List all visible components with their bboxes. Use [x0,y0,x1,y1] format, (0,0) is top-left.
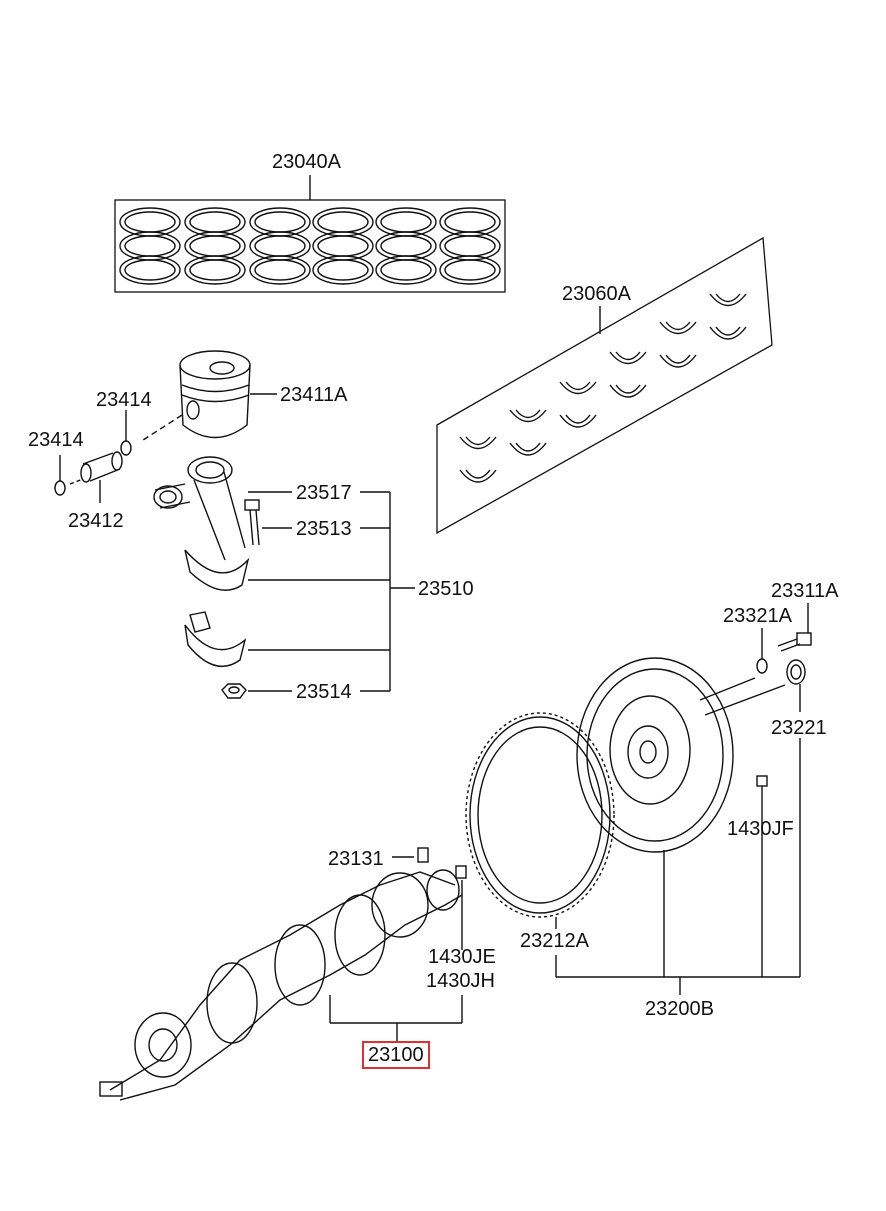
conrod-drawing [153,456,390,591]
piston-ring-set-box [114,175,506,293]
label-bolt-23311a[interactable]: 23311A [771,580,839,602]
label-key-23131[interactable]: 23131 [328,848,384,870]
label-bearing-23221[interactable]: 23221 [771,717,827,739]
nut-drawing [221,683,292,699]
snap-rings-and-pin [54,410,132,503]
label-bearing-set[interactable]: 23060A [562,283,631,305]
flywheel-bolt-parts [756,603,812,787]
label-snap-ring-left[interactable]: 23414 [28,429,84,451]
label-ring-gear[interactable]: 23212A [520,930,589,952]
crankshaft-drawing [99,847,467,1101]
piston-rings [119,207,501,285]
label-piston-pin[interactable]: 23412 [68,510,124,532]
bearing-shells [459,293,747,483]
label-crankshaft-highlighted[interactable]: 23100 [362,1041,430,1069]
label-bushing[interactable]: 23517 [296,482,352,504]
label-piston[interactable]: 23411A [280,384,348,406]
crankshaft-bracket [329,995,463,1041]
label-dowel-1430jf[interactable]: 1430JF [727,818,794,840]
label-piston-ring-set[interactable]: 23040A [272,151,341,173]
label-rod-bolt[interactable]: 23513 [296,518,352,540]
label-washer-23321a[interactable]: 23321A [723,605,792,627]
rod-cap-drawing [184,611,390,668]
flywheel-bracket [555,738,801,995]
label-flywheel-assembly[interactable]: 23200B [645,998,714,1020]
label-rod-nut[interactable]: 23514 [296,681,352,703]
piston-drawing [139,350,277,443]
label-snap-ring-upper[interactable]: 23414 [96,389,152,411]
label-conrod-assembly[interactable]: 23510 [418,578,474,600]
label-pin-1430jh[interactable]: 1430JH [426,970,495,992]
label-pin-1430je[interactable]: 1430JE [428,946,496,968]
bearing-set-box [436,236,773,535]
flywheel-drawing [576,657,786,853]
ring-gear-drawing [465,712,615,929]
conrod-bracket [360,491,415,692]
